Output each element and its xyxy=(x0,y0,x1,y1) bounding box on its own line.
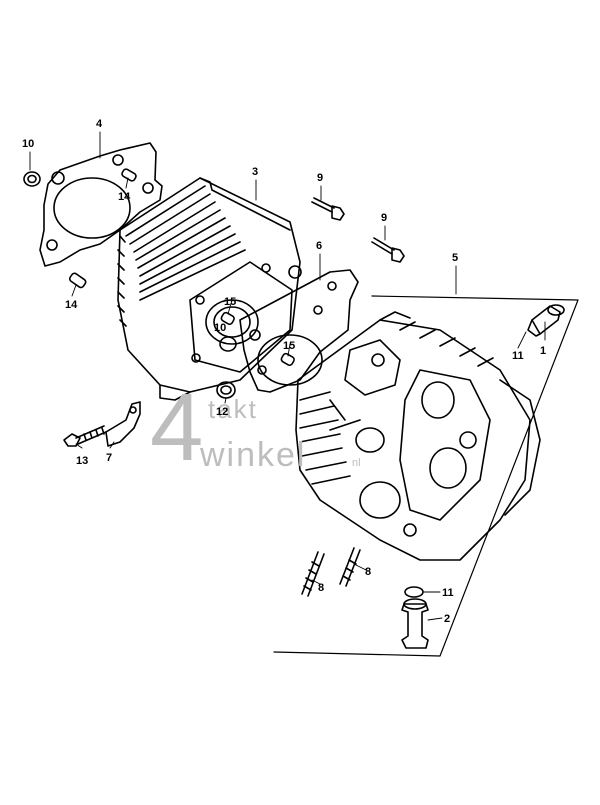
callout-12: 12 xyxy=(216,406,229,418)
callout-14-upper: 14 xyxy=(118,191,131,203)
watermark-digit: 4 xyxy=(150,374,203,481)
part-7-clamp xyxy=(105,401,141,447)
part-14-dowel-upper xyxy=(121,168,137,182)
callout-7: 7 xyxy=(106,452,113,464)
part-15-dowel-gasket xyxy=(280,352,295,367)
part-14-dowel-lower xyxy=(68,272,87,289)
part-1-adjuster xyxy=(527,304,565,337)
callout-4: 4 xyxy=(96,118,103,130)
callout-8-left: 8 xyxy=(318,582,325,594)
callout-11-upper: 11 xyxy=(512,350,524,362)
part-3-cylinder xyxy=(117,177,302,401)
callout-5: 5 xyxy=(452,252,459,264)
watermark: 4 takt winkel nl xyxy=(150,374,361,481)
callout-14-lower: 14 xyxy=(65,299,78,311)
part-4-gasket xyxy=(39,142,163,267)
part-8-stud-left xyxy=(301,551,325,597)
callout-8-right: 8 xyxy=(365,566,372,578)
callout-10-cylinder: 10 xyxy=(214,322,227,334)
callout-2: 2 xyxy=(444,613,451,625)
part-6-head-gasket xyxy=(239,269,359,393)
watermark-suffix: nl xyxy=(352,457,361,469)
part-11-oring-lower xyxy=(404,586,424,598)
callout-6: 6 xyxy=(316,240,323,252)
callout-3: 3 xyxy=(252,166,259,178)
part-10-oring xyxy=(23,171,41,187)
part-15-dowel-cylinder xyxy=(220,311,235,326)
leader-lines xyxy=(29,131,546,621)
watermark-line1: takt xyxy=(208,394,258,424)
callout-13: 13 xyxy=(76,455,89,467)
part-2-plug xyxy=(401,598,429,649)
part-5-cylinder-head xyxy=(295,311,541,561)
callout-1: 1 xyxy=(540,345,547,357)
callout-15-cylinder: 15 xyxy=(224,296,237,308)
callout-15-gasket: 15 xyxy=(283,340,296,352)
watermark-line2: winkel xyxy=(199,436,306,474)
part-10-oring-cylinder xyxy=(219,336,237,352)
callout-9-upper: 9 xyxy=(317,172,324,184)
part-8-stud-right xyxy=(339,547,361,587)
part-9-bolt-lower xyxy=(371,237,405,263)
part-13-bolt xyxy=(63,425,107,447)
callout-9-lower: 9 xyxy=(381,212,388,224)
callout-10-top: 10 xyxy=(22,138,35,150)
part-9-bolt-upper xyxy=(311,197,345,221)
callout-11-lower: 11 xyxy=(442,587,454,599)
part-5-head-assembly-frame xyxy=(273,295,579,657)
